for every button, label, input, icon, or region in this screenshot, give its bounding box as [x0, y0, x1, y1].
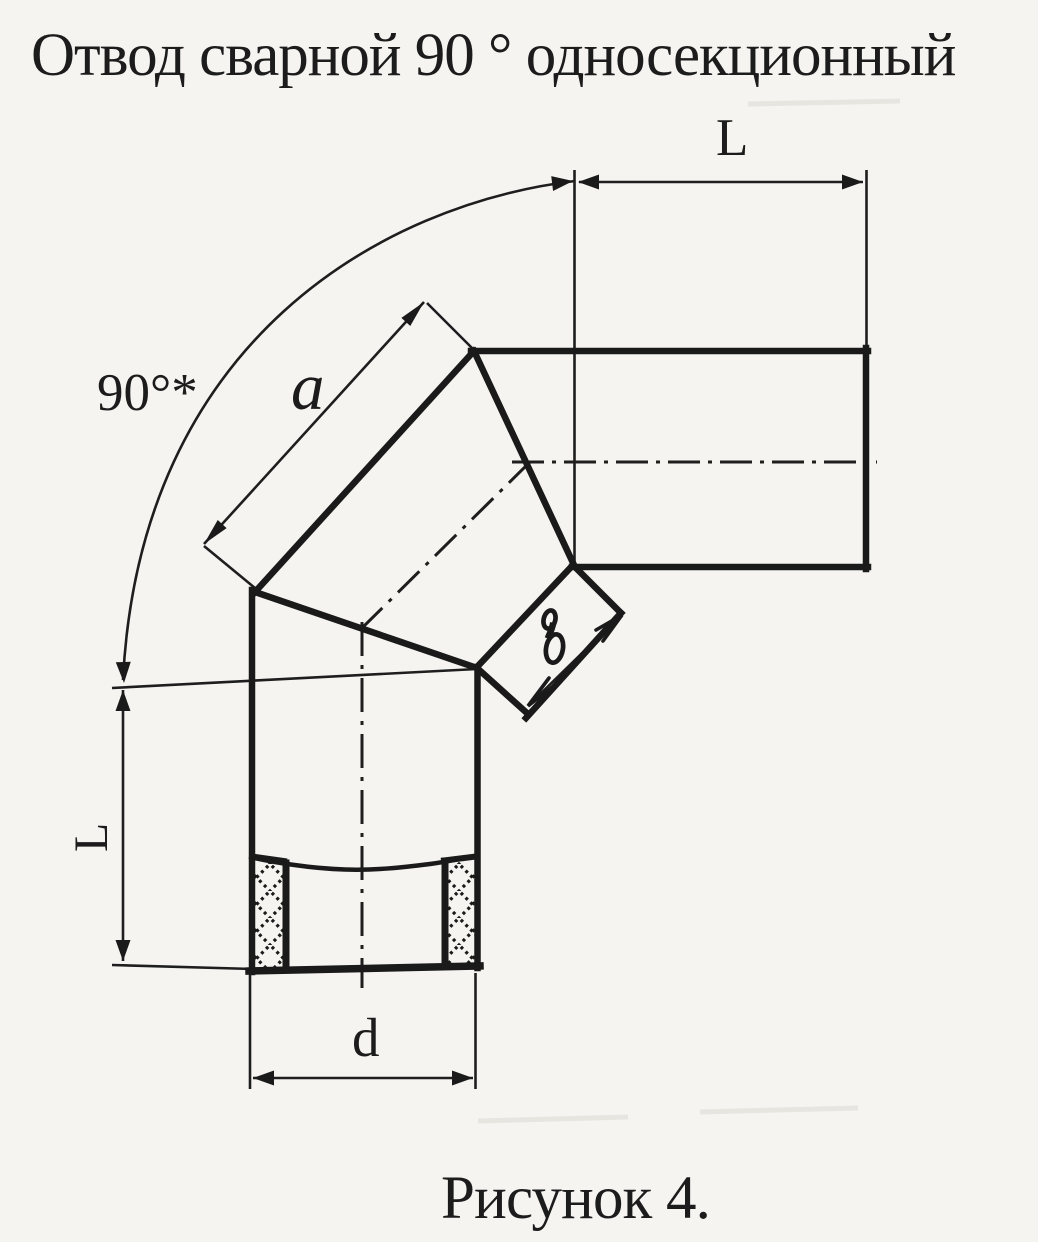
svg-text:Отвод сварной 90 ° односекцион: Отвод сварной 90 ° односекционный: [31, 22, 956, 89]
svg-text:d: d: [352, 1007, 380, 1068]
svg-text:L: L: [716, 109, 748, 167]
svg-text:90°*: 90°*: [97, 364, 198, 422]
svg-text:Рисунок 4.: Рисунок 4.: [441, 1165, 710, 1232]
svg-text:a: a: [291, 350, 325, 424]
svg-text:L: L: [65, 823, 118, 852]
